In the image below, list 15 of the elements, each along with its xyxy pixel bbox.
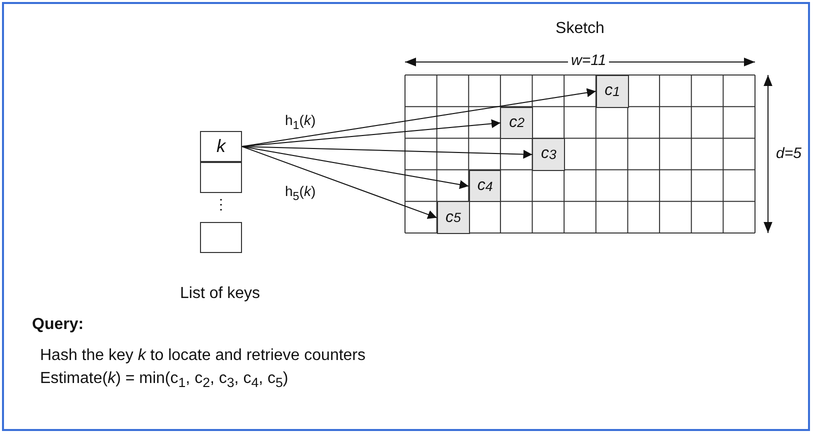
estimate-formula: Estimate(k) = min(c$_{1}$, c$_{2}$, c$_{3}$, c$_{4}$, c$_{5}$) [40,370,288,390]
query-heading: Query: [32,316,84,334]
query-step-text: Hash the key k to locate and retrieve counters [40,347,366,365]
ellipsis-mark: ⋮ [214,196,228,212]
sketch-title: Sketch [554,20,606,38]
edge-label: h$_{5}$(k) [285,183,316,203]
edge-label: h$_{1}$(k) [285,112,316,132]
key-box [200,222,242,253]
arrow [242,119,501,147]
key-box [200,162,242,193]
arrow [242,88,596,147]
arrow [242,146,438,219]
key-box: k [200,131,242,162]
list-caption: List of keys [178,285,262,303]
arrow [242,146,470,189]
